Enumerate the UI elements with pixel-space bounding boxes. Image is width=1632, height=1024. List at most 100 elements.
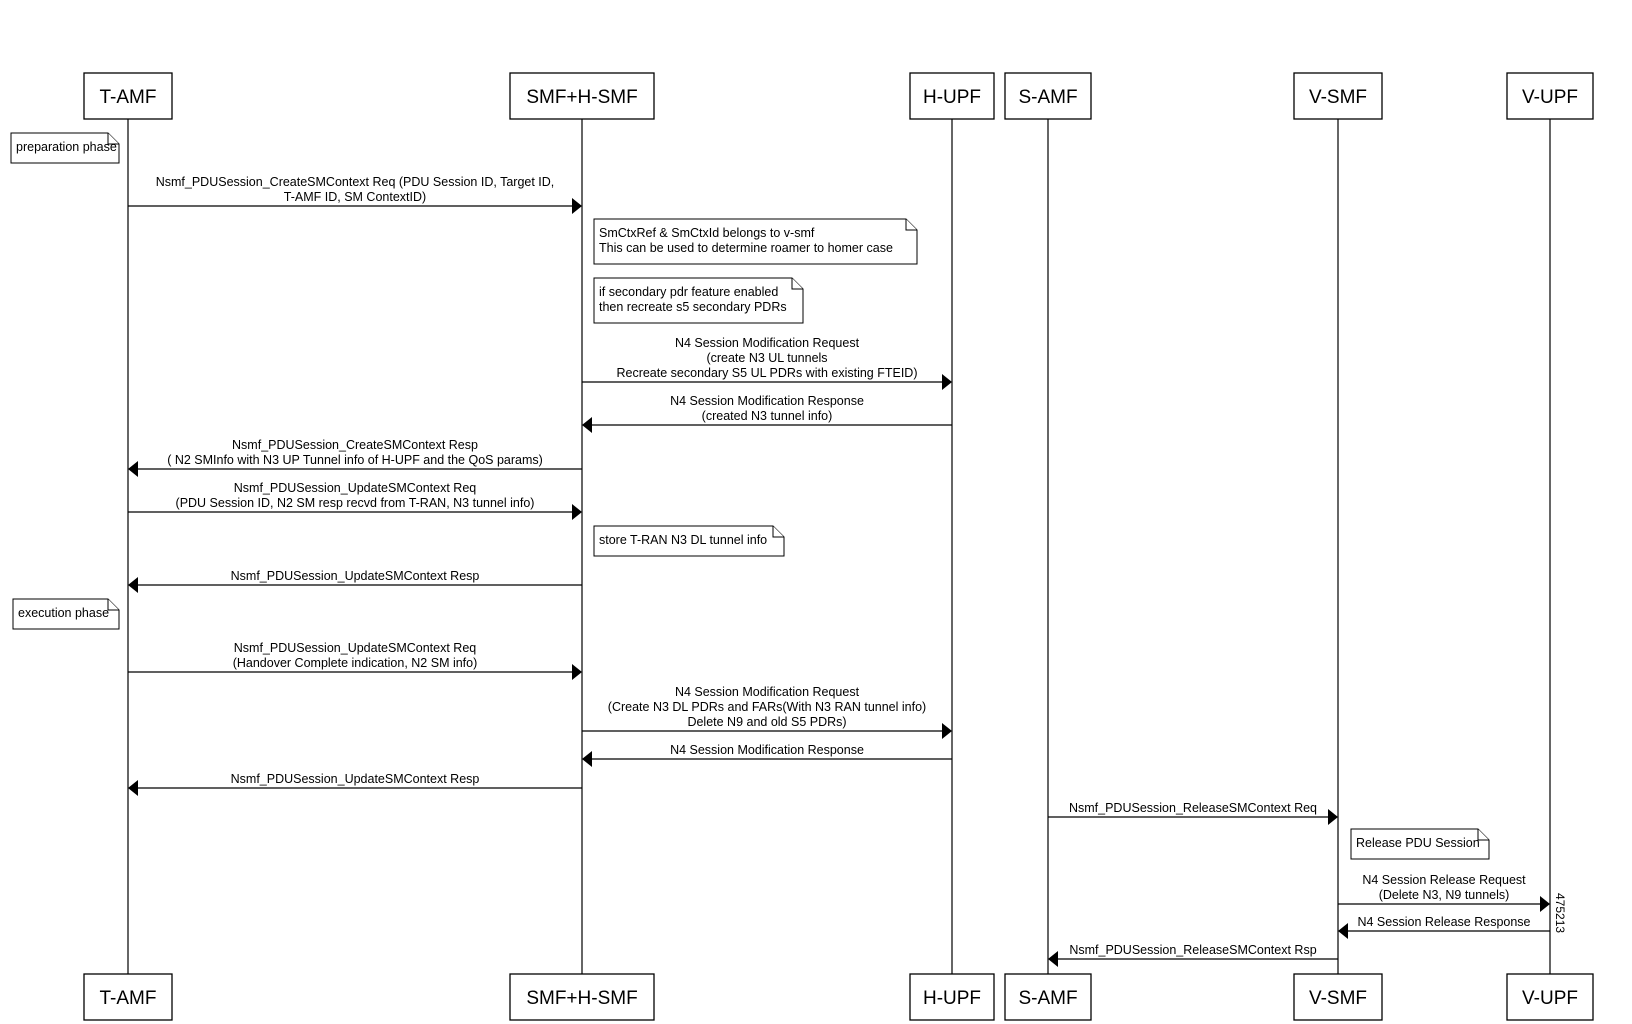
note-box [10,132,120,164]
note-3: store T-RAN N3 DL tunnel info [593,525,785,557]
note-box [593,525,785,557]
message-label: (created N3 tunnel info) [702,409,833,423]
note-text: SmCtxRef & SmCtxId belongs to v-smf [599,226,815,240]
note-text: This can be used to determine roamer to … [599,241,893,255]
message-arrowhead [572,664,582,680]
message-arrowhead [582,751,592,767]
participant-box [83,72,173,120]
participant-box [1293,72,1383,120]
message-label: (Create N3 DL PDRs and FARs(With N3 RAN … [608,700,926,714]
participant-box [83,973,173,1021]
note-box [593,277,804,324]
participant-samf-bottom: S-AMF [1004,973,1092,1021]
message-arrowhead [128,577,138,593]
note-fold [905,219,917,231]
note-box [12,598,120,630]
participant-box [909,973,995,1021]
message-11: N4 Session Release Request(Delete N3, N9… [1338,873,1550,912]
message-arrowhead [572,504,582,520]
message-label: Delete N9 and old S5 PDRs) [687,715,846,729]
participant-vupf-top: V-UPF [1506,72,1594,120]
message-arrowhead [572,198,582,214]
note-2: if secondary pdr feature enabled then re… [593,277,804,324]
message-arrowhead [128,461,138,477]
participant-label: V-SMF [1309,87,1367,108]
participant-label: V-SMF [1309,988,1367,1009]
participant-label: T-AMF [100,988,157,1009]
note-1: SmCtxRef & SmCtxId belongs to v-smf This… [593,218,918,265]
message-arrowhead [582,417,592,433]
participant-vsmf-top: V-SMF [1293,72,1383,120]
participant-hupf-top: H-UPF [909,72,995,120]
message-label: N4 Session Release Response [1357,915,1530,929]
note-box [1350,828,1490,860]
note-text: preparation phase [16,140,117,154]
participant-box [1506,973,1594,1021]
message-10: Nsmf_PDUSession_ReleaseSMContext Req [1048,801,1338,825]
message-label: N4 Session Modification Request [675,336,860,350]
participant-smf-top: SMF+H-SMF [509,72,655,120]
message-8: N4 Session Modification Response [582,743,952,767]
message-label: Nsmf_PDUSession_ReleaseSMContext Rsp [1069,943,1316,957]
participant-box [909,72,995,120]
message-1: N4 Session Modification Request(create N… [582,336,952,390]
message-label: Nsmf_PDUSession_ReleaseSMContext Req [1069,801,1317,815]
participant-tamf-bottom: T-AMF [83,973,173,1021]
note-text: store T-RAN N3 DL tunnel info [599,533,767,547]
message-arrowhead [1328,809,1338,825]
message-label: N4 Session Release Request [1362,873,1526,887]
message-label: (Handover Complete indication, N2 SM inf… [233,656,478,670]
message-4: Nsmf_PDUSession_UpdateSMContext Req(PDU … [128,481,582,520]
participant-samf-top: S-AMF [1004,72,1092,120]
note-box [593,218,918,265]
message-arrowhead [1338,923,1348,939]
participant-box [1004,72,1092,120]
note-fold [107,133,119,145]
message-0: Nsmf_PDUSession_CreateSMContext Req (PDU… [128,175,582,214]
participant-vupf-bottom: V-UPF [1506,973,1594,1021]
participant-label: SMF+H-SMF [526,988,637,1009]
message-arrowhead [942,374,952,390]
message-7: N4 Session Modification Request(Create N… [582,685,952,739]
message-9: Nsmf_PDUSession_UpdateSMContext Resp [128,772,582,796]
note-fold [791,278,803,290]
message-label: Recreate secondary S5 UL PDRs with exist… [616,366,917,380]
participant-label: T-AMF [100,87,157,108]
note-text: then recreate s5 secondary PDRs [599,300,787,314]
message-arrowhead [1540,896,1550,912]
message-label: Nsmf_PDUSession_UpdateSMContext Req [234,481,477,495]
message-arrowhead [942,723,952,739]
participant-label: H-UPF [923,988,981,1009]
note-fold [1477,829,1489,841]
note-0: preparation phase [10,132,120,164]
participant-label: H-UPF [923,87,981,108]
message-arrowhead [128,780,138,796]
participant-box [509,72,655,120]
participant-box [1004,973,1092,1021]
message-label: T-AMF ID, SM ContextID) [284,190,426,204]
participant-vsmf-bottom: V-SMF [1293,973,1383,1021]
message-13: Nsmf_PDUSession_ReleaseSMContext Rsp [1048,943,1338,967]
note-text: Release PDU Session [1356,836,1480,850]
participant-box [509,973,655,1021]
message-3: Nsmf_PDUSession_CreateSMContext Resp( N2… [128,438,582,477]
message-label: (create N3 UL tunnels [706,351,827,365]
figure-id-label: 475213 [1553,893,1567,933]
note-fold [107,599,119,611]
message-label: Nsmf_PDUSession_UpdateSMContext Resp [231,772,480,786]
note-text: execution phase [18,606,109,620]
participant-label: S-AMF [1018,87,1077,108]
participant-label: S-AMF [1018,988,1077,1009]
participant-tamf-top: T-AMF [83,72,173,120]
message-label: N4 Session Modification Response [670,394,864,408]
note-text: if secondary pdr feature enabled [599,285,778,299]
note-fold [772,526,784,538]
message-12: N4 Session Release Response [1338,915,1550,939]
message-label: (Delete N3, N9 tunnels) [1379,888,1510,902]
note-4: execution phase [12,598,120,630]
message-6: Nsmf_PDUSession_UpdateSMContext Req(Hand… [128,641,582,680]
message-label: ( N2 SMInfo with N3 UP Tunnel info of H-… [167,453,543,467]
message-label: N4 Session Modification Response [670,743,864,757]
participant-label: SMF+H-SMF [526,87,637,108]
